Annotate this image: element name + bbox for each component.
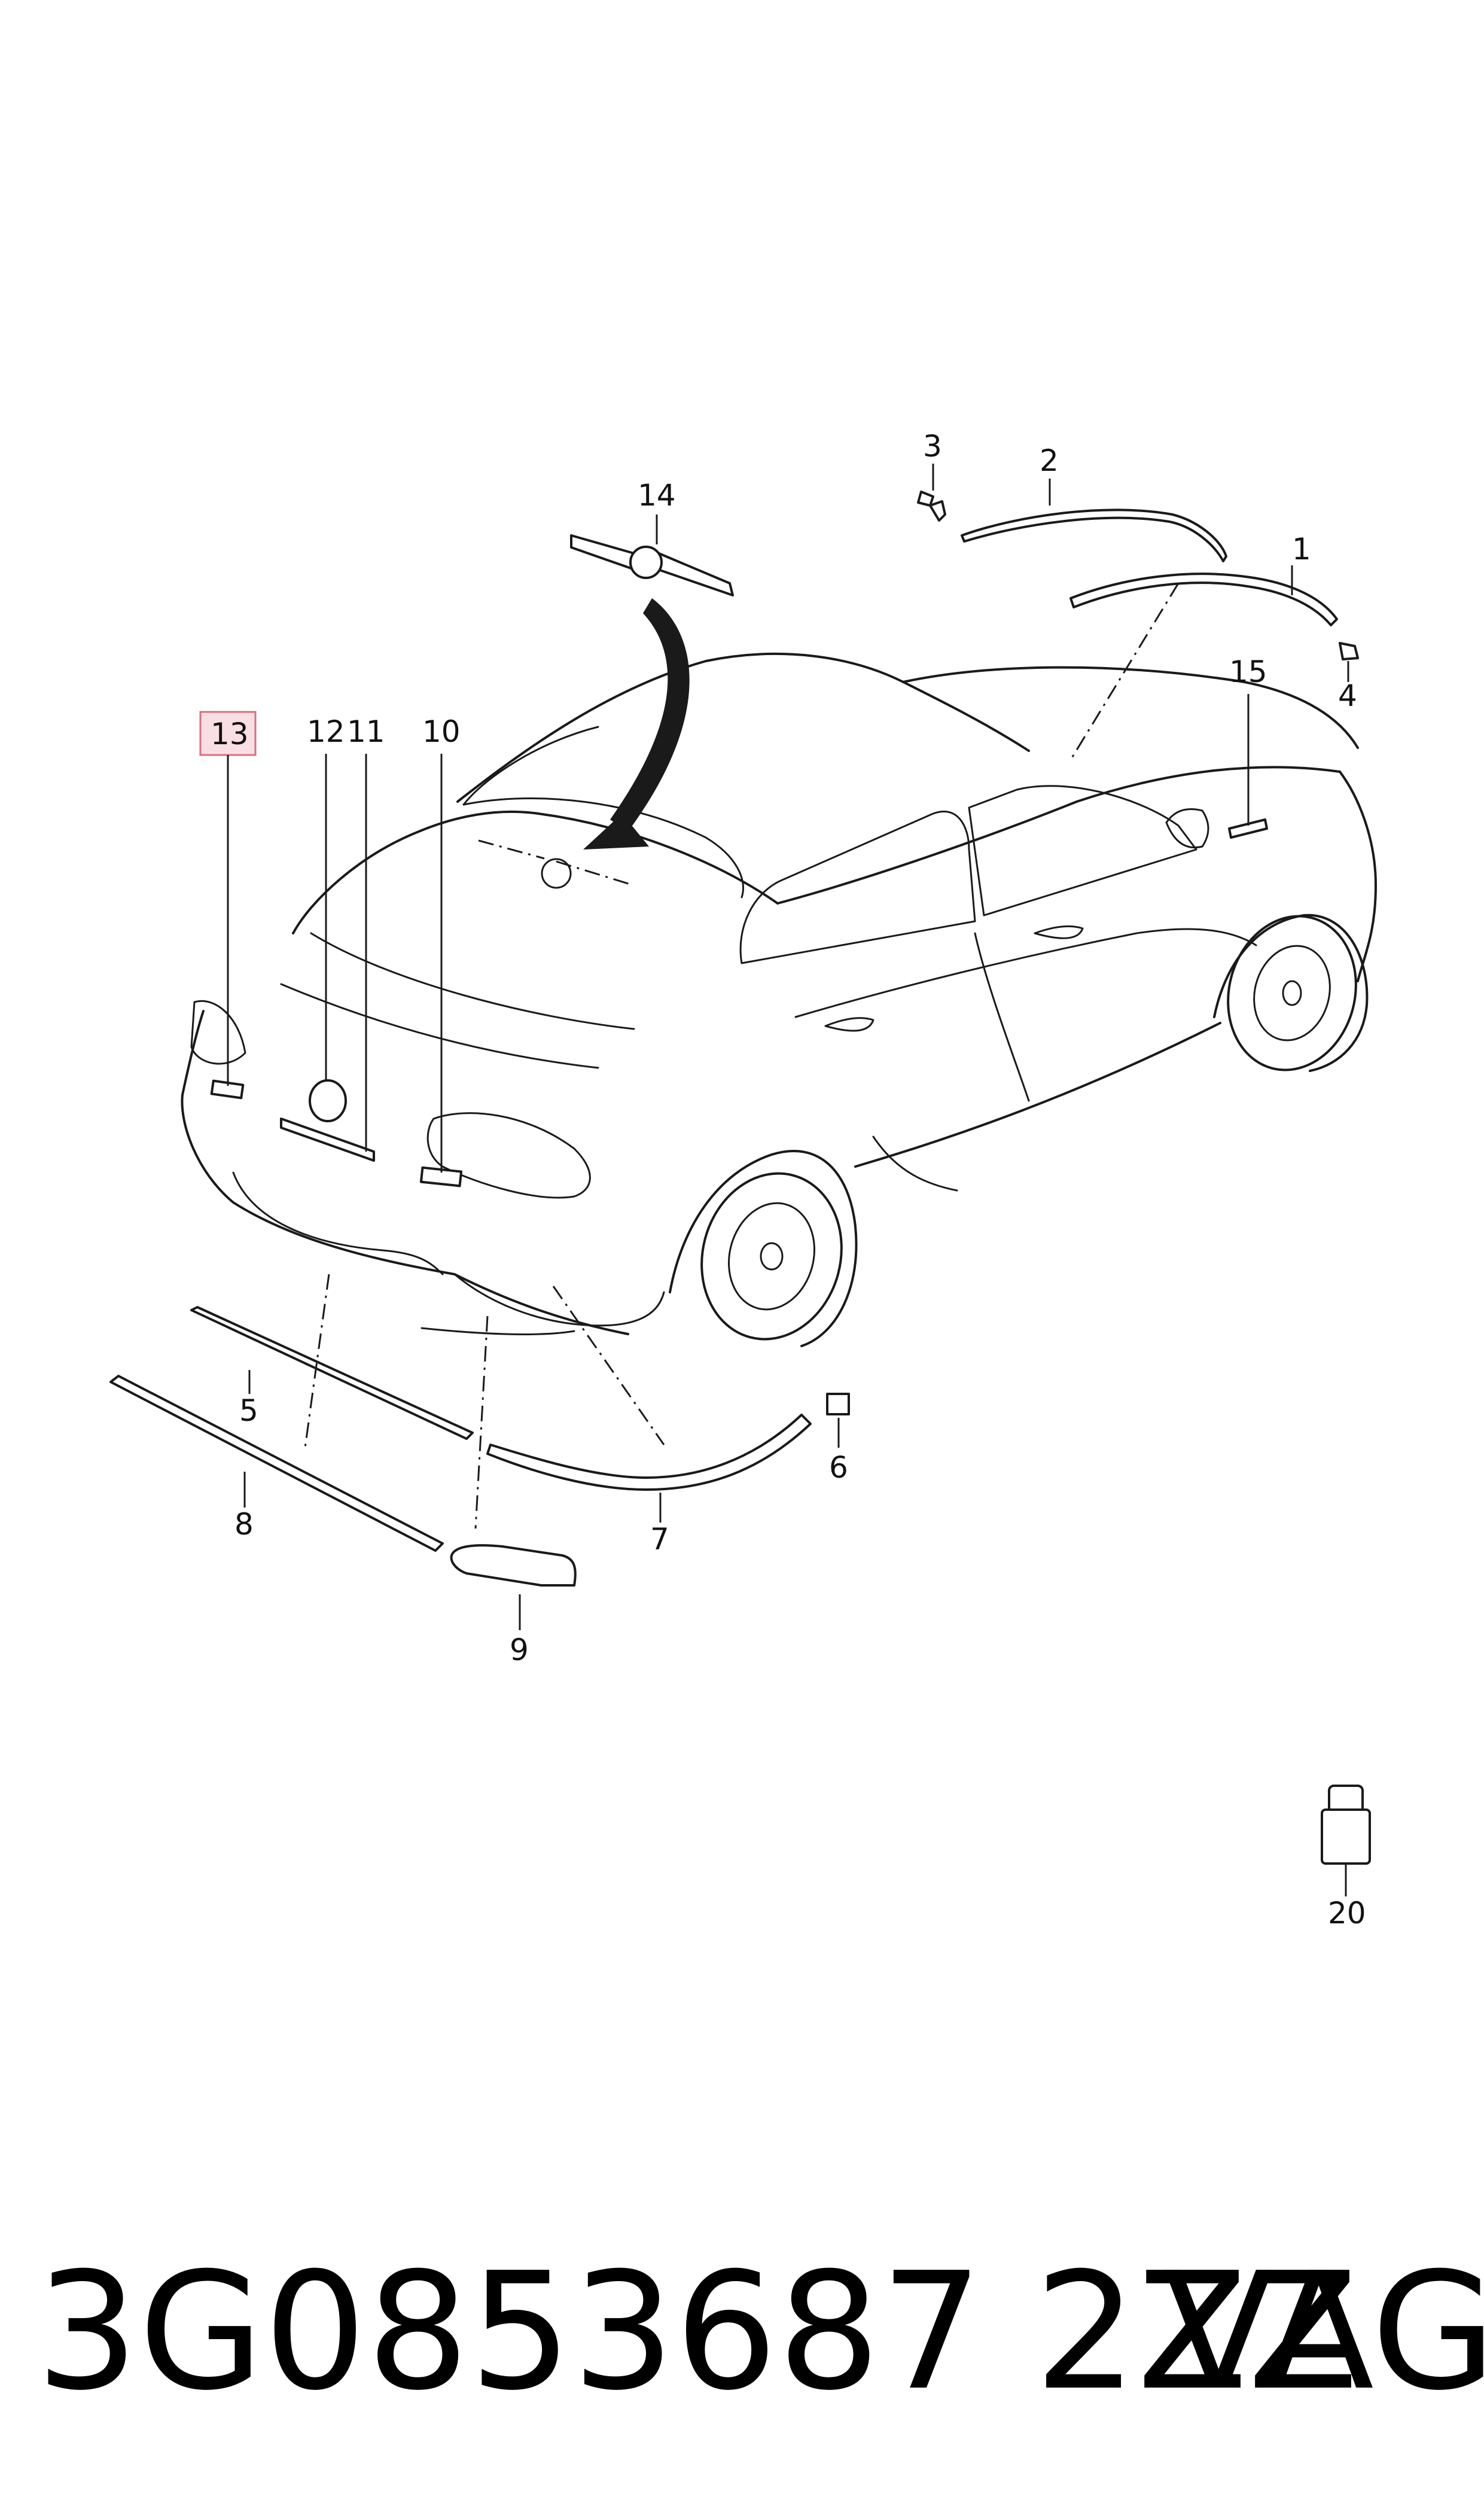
callout-10: 10 bbox=[422, 714, 461, 749]
part-12-emblem bbox=[309, 1079, 347, 1122]
part-1-placement-line bbox=[1069, 583, 1180, 760]
part-number: 3G0853687 2ZZ bbox=[36, 2237, 1359, 2426]
part-11-lettering bbox=[280, 1118, 375, 1162]
part-14-emblem bbox=[478, 534, 734, 889]
part-5-trim bbox=[190, 1306, 474, 1440]
callout-13-highlight bbox=[199, 711, 257, 756]
part-8-trim bbox=[109, 1375, 444, 1552]
part-9-insert bbox=[450, 1544, 577, 1587]
part-4-clip bbox=[1339, 642, 1359, 660]
part-1-strip bbox=[1069, 573, 1338, 626]
callout-1: 1 bbox=[1292, 532, 1311, 567]
car-body bbox=[181, 652, 1377, 1347]
callout-11: 11 bbox=[347, 714, 385, 749]
callouts: 1 2 3 4 5 6 7 8 9 10 11 12 bbox=[199, 429, 1366, 1931]
callout-15: 15 bbox=[1229, 654, 1267, 689]
callout-14: 14 bbox=[638, 478, 676, 513]
part-7-trim bbox=[486, 1414, 812, 1491]
part-20-bottle bbox=[1321, 1785, 1371, 1865]
part-2-strip bbox=[961, 509, 1227, 562]
callout-7: 7 bbox=[650, 1522, 669, 1557]
callout-9: 9 bbox=[510, 1633, 529, 1667]
placement-lines-bumper bbox=[304, 1274, 665, 1529]
callout-13: 13 bbox=[211, 717, 249, 751]
footer: 3G0853687 2ZZ VAG bbox=[24, 2237, 1484, 2426]
part-6-clip bbox=[826, 1393, 850, 1415]
part-3-clip bbox=[917, 491, 946, 522]
part-15-badge bbox=[1228, 818, 1268, 839]
callout-20: 20 bbox=[1328, 1896, 1366, 1931]
callout-3: 3 bbox=[923, 429, 942, 464]
callout-2: 2 bbox=[1040, 443, 1059, 478]
callout-6: 6 bbox=[829, 1450, 848, 1485]
placement-arrow bbox=[583, 598, 690, 850]
callout-4: 4 bbox=[1338, 678, 1357, 713]
callout-12: 12 bbox=[307, 714, 345, 749]
callout-5: 5 bbox=[239, 1393, 258, 1428]
callout-8: 8 bbox=[234, 1507, 254, 1542]
brand-name: VAG bbox=[1163, 2237, 1484, 2426]
